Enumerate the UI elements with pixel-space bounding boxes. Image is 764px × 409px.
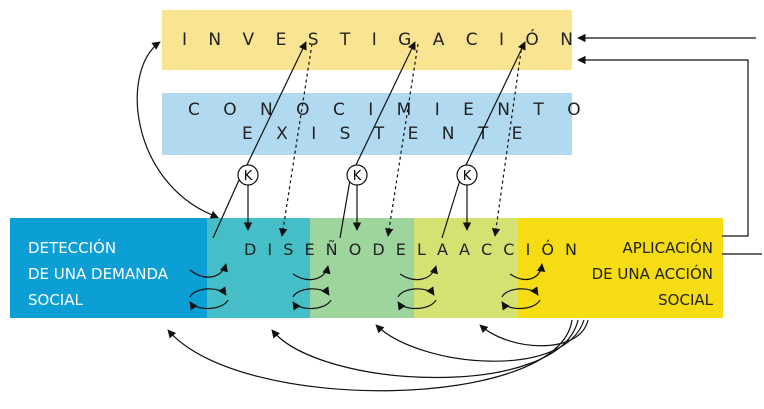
bottom-curve-4 [479, 319, 589, 347]
cycle-1-bottom [189, 299, 229, 311]
aplicacion-line-3: SOCIAL [658, 291, 713, 309]
investigacion-box [162, 10, 572, 70]
investigacion-label: I N V E S T I G A C I Ó N [182, 30, 581, 50]
diseno-label: D I S E Ñ O D E L A A C C I Ó N [244, 240, 581, 259]
cycle-4-bottom [501, 299, 541, 311]
conocimiento-line-1: C O N O C I M I E N T O [188, 100, 590, 120]
feedback-arrow-aplicacion [577, 55, 749, 237]
curl-arrow-2 [292, 265, 331, 281]
aplicacion-line-2: DE UNA ACCIÓN [591, 265, 713, 283]
conocimiento-box [162, 93, 572, 155]
deteccion-box [10, 218, 207, 318]
conocimiento-line-2: E X I S T E N T E [242, 124, 532, 144]
design-to-k2 [339, 179, 351, 239]
k-node-2-label: K [353, 169, 362, 184]
k2-to-investigacion [354, 41, 416, 168]
deteccion-text: DETECCIÓN DE UNA DEMANDA SOCIAL [28, 235, 168, 313]
bottom-curve-2 [271, 319, 579, 379]
curl-arrow-3 [399, 265, 438, 281]
deteccion-line-1: DETECCIÓN [28, 239, 117, 257]
bottom-curve-outer [167, 319, 573, 392]
curl-arrow-1 [189, 263, 228, 278]
dotted-3 [491, 43, 523, 237]
bottom-curve-3 [375, 319, 585, 362]
curl-arrow-4 [509, 263, 546, 281]
k-node-3-label: K [463, 169, 472, 184]
cycle-4-top [501, 286, 539, 298]
k-node-1-label: K [244, 169, 253, 184]
cycle-3-bottom [397, 299, 437, 311]
aplicacion-box [518, 218, 723, 318]
cycle-3-top [397, 286, 435, 298]
deteccion-line-2: DE UNA DEMANDA [28, 265, 169, 283]
cycle-1-top [189, 286, 227, 298]
k3-to-investigacion [464, 41, 526, 168]
deteccion-line-3: SOCIAL [28, 291, 83, 309]
design-to-k3 [441, 179, 461, 239]
curved-arrow-left [136, 41, 219, 219]
cycle-2-bottom [292, 299, 332, 311]
dotted-1 [279, 43, 313, 237]
k-node-3: K [456, 164, 478, 186]
cycle-2-top [292, 286, 330, 298]
k-node-2: K [346, 164, 368, 186]
design-to-k1 [212, 179, 240, 239]
aplicacion-text: APLICACIÓN DE UNA ACCIÓN SOCIAL [560, 235, 713, 313]
dotted-2 [385, 43, 419, 237]
aplicacion-line-1: APLICACIÓN [622, 239, 713, 257]
k-node-1: K [237, 164, 259, 186]
k1-to-investigacion [245, 41, 307, 168]
